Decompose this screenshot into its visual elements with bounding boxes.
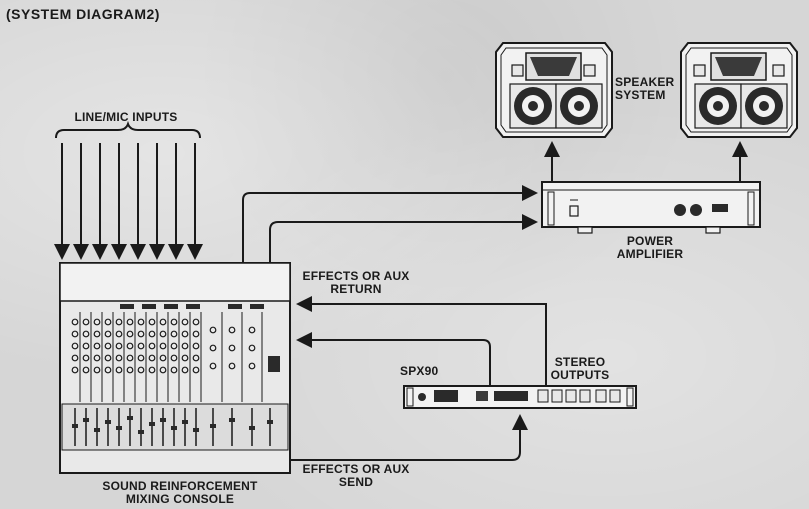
- effects-return-label-line1: EFFECTS OR AUX: [302, 269, 410, 283]
- speaker-system-label-line2: SYSTEM: [615, 88, 666, 102]
- console-to-amp-arrows: [242, 185, 538, 263]
- line-mic-inputs-label: LINE/MIC INPUTS: [74, 110, 178, 124]
- spx90-unit: [403, 385, 637, 409]
- effects-send-label-line1: EFFECTS OR AUX: [302, 462, 410, 476]
- amp-to-speaker-arrows: [544, 141, 748, 182]
- power-amp-label-line1: POWER: [626, 234, 674, 248]
- console-label-line1: SOUND REINFORCEMENT: [102, 479, 258, 493]
- speaker-left: [495, 42, 613, 138]
- spx90-label: SPX90: [400, 364, 439, 378]
- effects-send-label-line2: SEND: [338, 475, 374, 489]
- effects-return-arrows: [296, 296, 547, 386]
- console-label-line2: MIXING CONSOLE: [125, 492, 235, 506]
- mixing-console: [59, 262, 291, 474]
- effects-return-label-line2: RETURN: [330, 282, 382, 296]
- input-arrows: [54, 143, 203, 260]
- speaker-system-label-line1: SPEAKER: [615, 75, 675, 89]
- power-amp-label-line2: AMPLIFIER: [616, 247, 684, 261]
- speaker-right: [680, 42, 798, 138]
- effects-send-arrow: [290, 414, 528, 461]
- power-amplifier: [541, 181, 761, 234]
- input-bracket: [55, 120, 201, 139]
- diagram-title: (SYSTEM DIAGRAM2): [6, 6, 160, 22]
- stereo-outputs-label-line1: STEREO: [554, 355, 606, 369]
- stereo-outputs-label-line2: OUTPUTS: [550, 368, 610, 382]
